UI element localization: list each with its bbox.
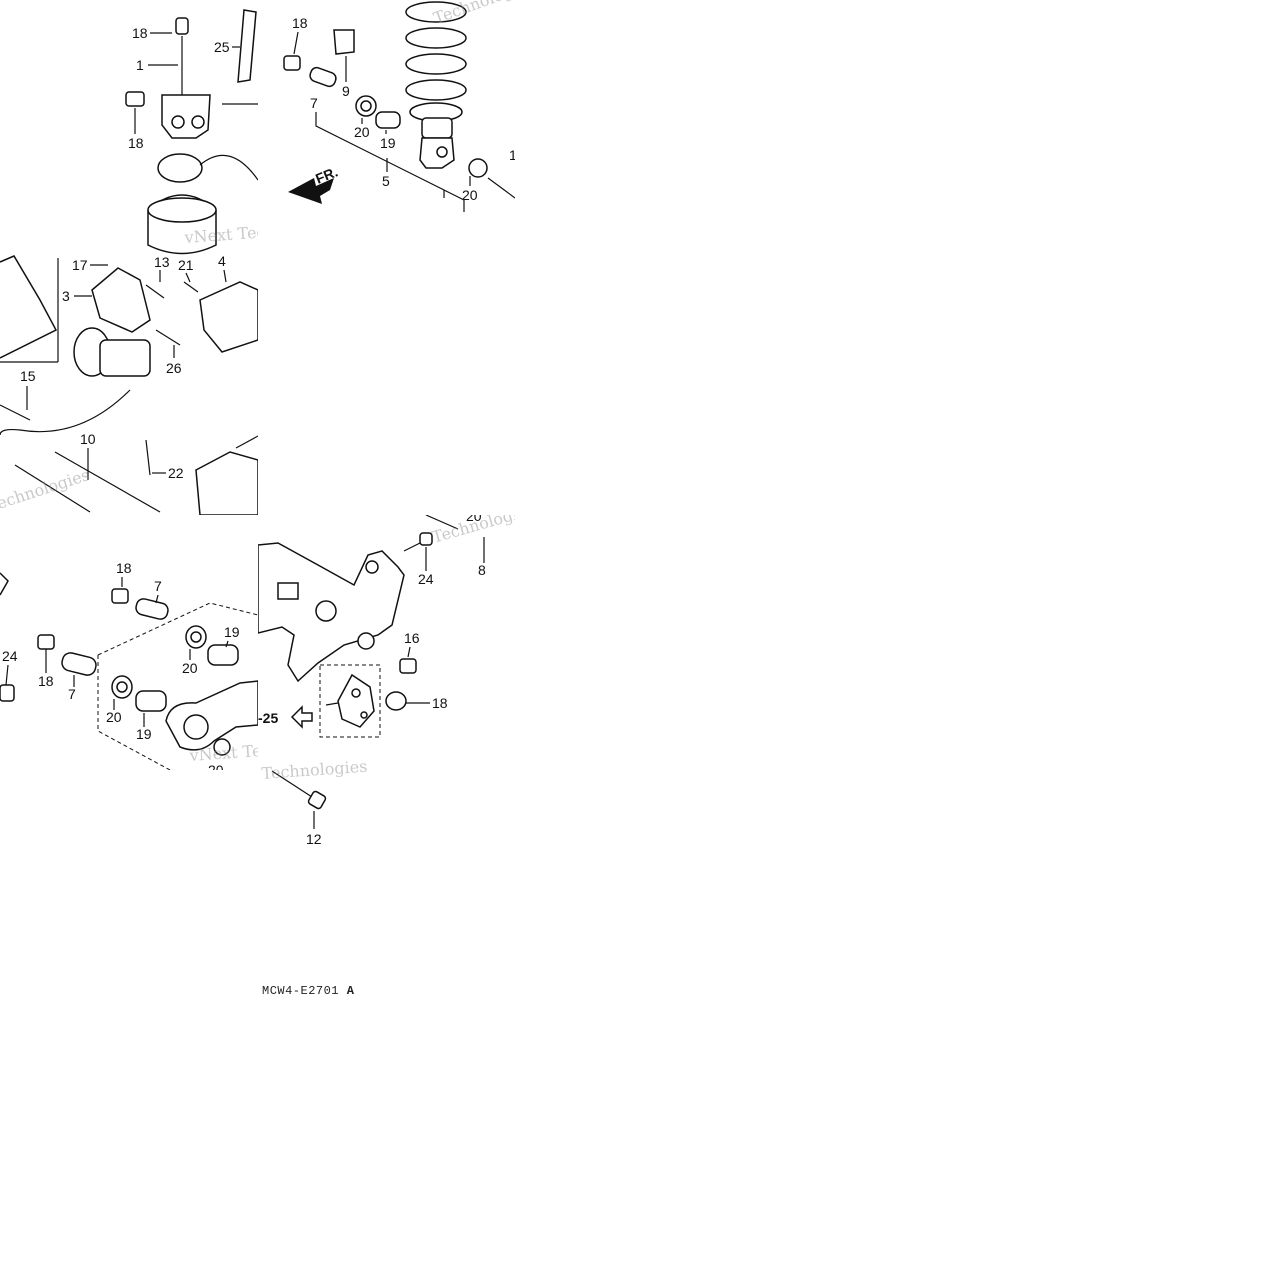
callout-label: 13 bbox=[154, 254, 170, 270]
nut-shape bbox=[0, 684, 15, 702]
callout-label: 7 bbox=[68, 686, 76, 702]
nut-shape bbox=[399, 658, 417, 674]
drawing-code: MCW4-E2701 A bbox=[262, 984, 354, 998]
coil-spring bbox=[405, 1, 467, 122]
callout-label: 18 bbox=[116, 560, 132, 576]
cover-shape bbox=[199, 281, 258, 353]
bushing-shape bbox=[135, 690, 167, 712]
shock-upper-mount bbox=[161, 94, 211, 139]
drawing-code-suffix: A bbox=[346, 984, 355, 998]
shock-adjuster-illustration: 18 25 1 18 17 13 21 4 3 26 15 10 22 bbox=[0, 9, 258, 515]
label-sticker bbox=[333, 29, 355, 55]
callout-label: 20 bbox=[208, 762, 224, 770]
callout-label: 12 bbox=[306, 831, 322, 847]
callout-label: 7 bbox=[154, 578, 162, 594]
bushing-shape bbox=[375, 111, 401, 129]
nut-shape bbox=[37, 634, 55, 650]
callout-label: 4 bbox=[218, 253, 226, 269]
bracket-window bbox=[277, 582, 299, 600]
reference-arrow-label: -25 bbox=[258, 710, 278, 726]
callout-label: 18 bbox=[432, 695, 448, 711]
pivot-bracket-illustration: -25 20 24 8 16 18 12 Technologies Techno… bbox=[258, 515, 515, 847]
collar-shape bbox=[309, 66, 337, 88]
link-arm bbox=[165, 680, 258, 751]
callout-label: 3 bbox=[62, 288, 70, 304]
diagram-tile-pivot-bracket: -25 20 24 8 16 18 12 Technologies Techno… bbox=[258, 515, 515, 855]
callout-label: 20 bbox=[466, 515, 482, 524]
callout-label: 20 bbox=[182, 660, 198, 676]
callout-label: 1 bbox=[136, 57, 144, 73]
callout-label: 1 bbox=[509, 147, 515, 163]
diagram-tile-shock-link: 18 7 19 24 18 7 20 20 19 20 vNext Techno… bbox=[0, 515, 258, 770]
callout-label: 18 bbox=[128, 135, 144, 151]
shock-spring-illustration: FR. 18 9 7 20 19 5 20 1 Technologies bbox=[283, 0, 515, 212]
callout-label: 26 bbox=[166, 360, 182, 376]
reference-arrow-icon bbox=[290, 705, 313, 729]
nut-shape bbox=[111, 588, 129, 604]
callout-label: 5 bbox=[382, 173, 390, 189]
callout-label: 9 bbox=[342, 83, 350, 99]
watermark-text: Technologies bbox=[261, 757, 368, 783]
adjuster-body bbox=[99, 339, 151, 377]
callout-label: 18 bbox=[38, 673, 54, 689]
plate-shape bbox=[237, 9, 257, 83]
cap-nut-shape bbox=[283, 55, 301, 71]
watermark-text: Technologies bbox=[0, 465, 92, 515]
callout-label: 17 bbox=[72, 257, 88, 273]
callout-label: 20 bbox=[462, 187, 478, 203]
watermark-text: Technologies bbox=[430, 515, 515, 547]
front-arrow-icon bbox=[288, 178, 334, 204]
callout-label: 10 bbox=[80, 431, 96, 447]
shock-link-illustration: 18 7 19 24 18 7 20 20 19 20 vNext Techno… bbox=[0, 560, 258, 770]
callout-label: 18 bbox=[292, 15, 308, 31]
pivot-plate bbox=[195, 451, 258, 515]
callout-label: 25 bbox=[214, 39, 230, 55]
callout-label: 20 bbox=[106, 709, 122, 725]
diagram-tile-shock-spring: FR. 18 9 7 20 19 5 20 1 Technologies bbox=[258, 0, 515, 258]
callout-label: 16 bbox=[404, 630, 420, 646]
callout-label: 15 bbox=[20, 368, 36, 384]
callout-label: 22 bbox=[168, 465, 184, 481]
diagram-tile-shock-adjuster: 18 25 1 18 17 13 21 4 3 26 15 10 22 bbox=[0, 0, 258, 515]
collar-shape bbox=[135, 598, 169, 620]
inset-plate bbox=[337, 673, 375, 728]
callout-label: 7 bbox=[310, 95, 318, 111]
callout-label: 21 bbox=[178, 257, 194, 273]
nut-shape bbox=[125, 91, 145, 107]
front-marker-label: FR. bbox=[313, 163, 340, 186]
callout-label: 24 bbox=[418, 571, 434, 587]
collar-shape bbox=[61, 652, 97, 676]
frame-section bbox=[0, 255, 58, 359]
bushing-shape bbox=[207, 644, 239, 666]
callout-label: 18 bbox=[132, 25, 148, 41]
partial-part bbox=[0, 572, 9, 596]
callout-label: 19 bbox=[136, 726, 152, 742]
callout-label: 19 bbox=[380, 135, 396, 151]
callout-label: 24 bbox=[2, 648, 18, 664]
cap-nut-shape bbox=[175, 17, 189, 35]
adjuster-bracket bbox=[91, 267, 151, 333]
callout-label: 8 bbox=[478, 562, 486, 578]
drawing-code-text: MCW4-E2701 bbox=[262, 984, 340, 998]
callout-label: 20 bbox=[354, 124, 370, 140]
callout-label: 19 bbox=[224, 624, 240, 640]
